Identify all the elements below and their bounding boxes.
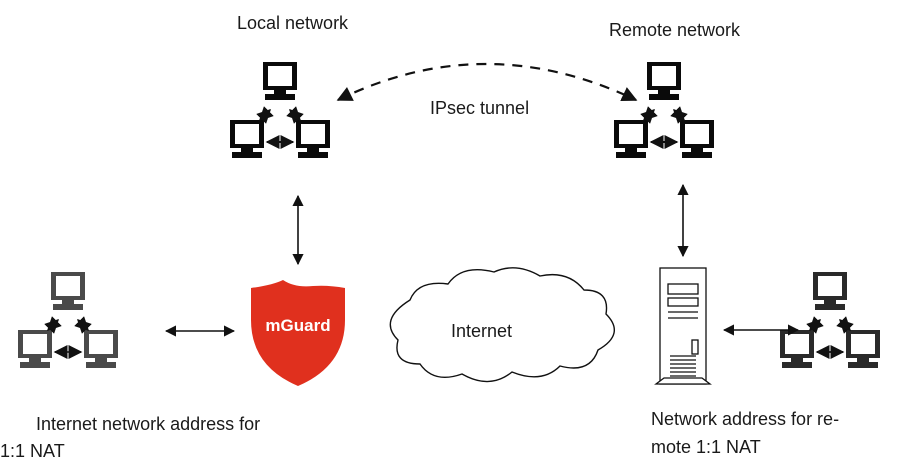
computer-icon <box>230 62 330 158</box>
ipsec-tunnel-arrow <box>336 62 638 101</box>
internet-label: Internet <box>451 321 513 341</box>
cloud-icon <box>389 267 615 383</box>
ipsec-tunnel-label: IPsec tunnel <box>430 98 530 118</box>
internet-nat-label-line1: Internet network address for <box>36 414 261 434</box>
computer-icon <box>614 62 714 158</box>
local-network-label: Local network <box>237 13 349 33</box>
shield-icon <box>251 280 345 386</box>
internet-nat-cluster <box>18 272 118 368</box>
computer-icon <box>780 272 880 368</box>
remote-nat-label-line2: mote 1:1 NAT <box>651 437 761 457</box>
remote-nat-label-line1: Network address for re- <box>651 409 840 429</box>
remote-network-cluster <box>614 62 714 158</box>
internet-nat-label-line2: 1:1 NAT <box>0 441 65 461</box>
remote-nat-cluster <box>780 272 880 368</box>
remote-network-label: Remote network <box>609 20 741 40</box>
server-tower-icon <box>654 267 712 385</box>
mguard-label: mGuard <box>265 316 331 335</box>
local-network-cluster <box>230 62 330 158</box>
computer-icon <box>18 272 118 368</box>
